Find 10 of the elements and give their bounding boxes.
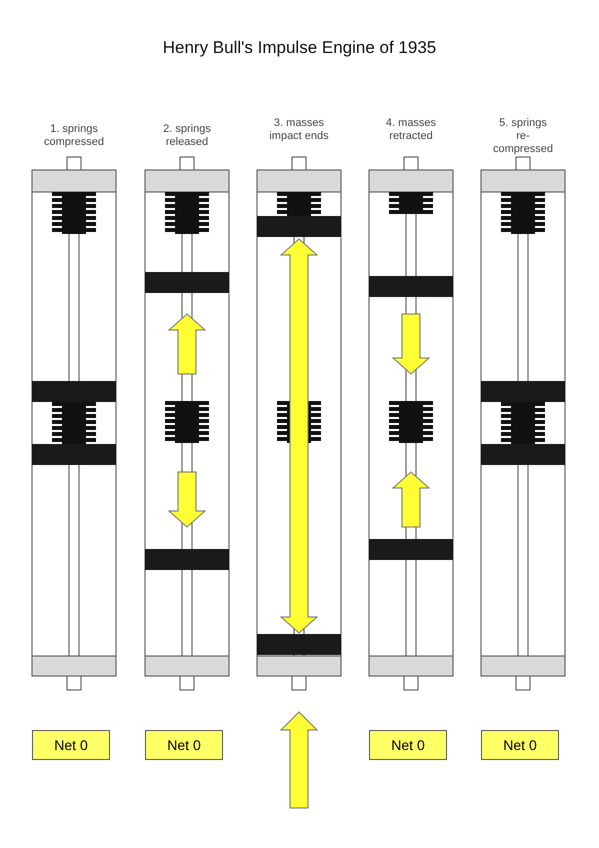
stage-caption: 2. springs released	[162, 123, 212, 149]
stage-caption: 3. masses impact ends	[268, 117, 330, 143]
result-box: Net 0	[369, 730, 447, 760]
stage-caption: 4. masses retracted	[384, 117, 438, 143]
title: Henry Bull's Impulse Engine of 1935	[162, 38, 438, 58]
result-box: Net 0	[32, 730, 110, 760]
result-box: Net 0	[145, 730, 223, 760]
result-box: Net 0	[481, 730, 559, 760]
stage-caption: 5. springs re-compressed	[492, 117, 554, 156]
stage-caption: 1. springs compressed	[43, 123, 105, 149]
